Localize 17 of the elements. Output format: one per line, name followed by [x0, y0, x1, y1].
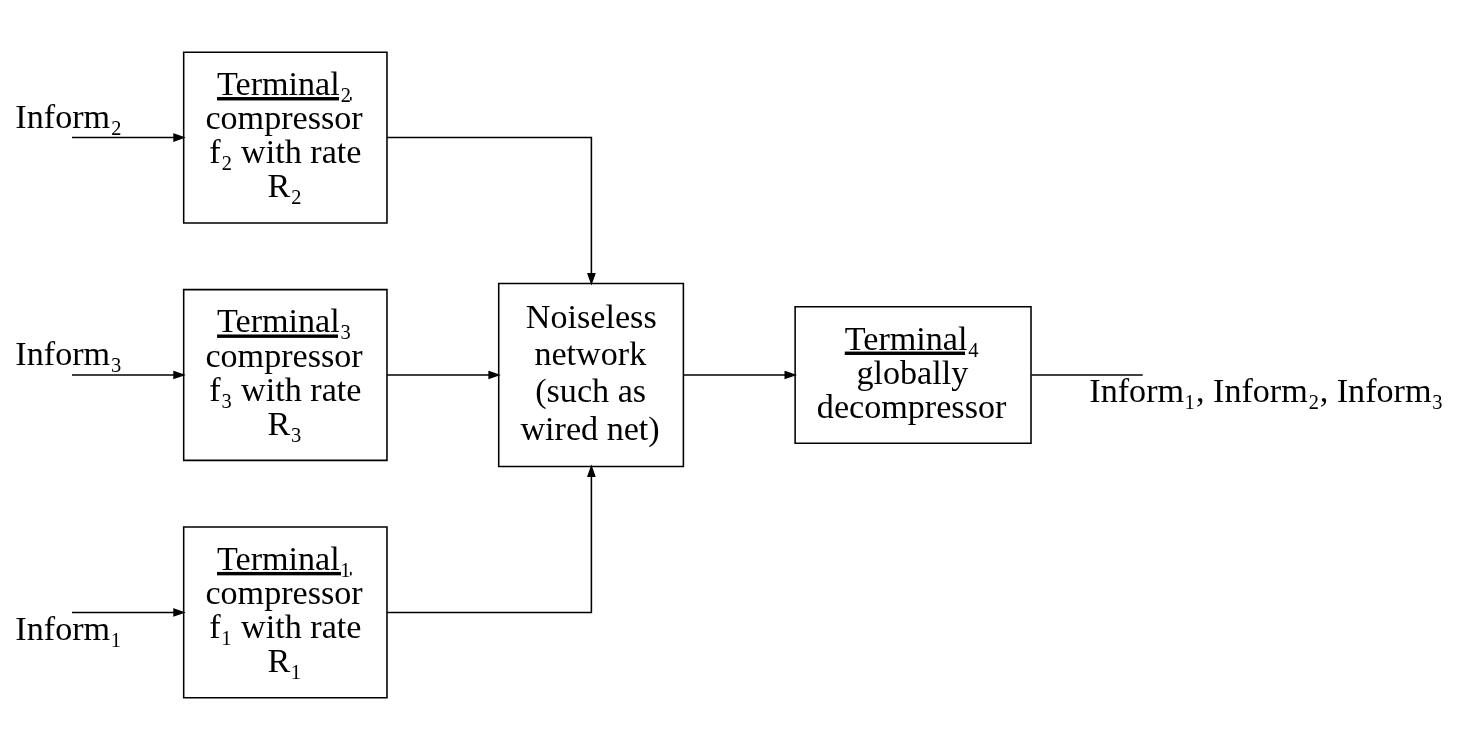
node-box: Terminal₃ compressor f₃ with rate R₃ — [182, 288, 388, 462]
edge-label: Inform₃ — [15, 335, 123, 373]
node-box: Terminal₁ compressor f₁ with rate R₁ — [182, 526, 388, 699]
connector — [1030, 374, 1144, 376]
arrow — [71, 608, 186, 617]
edge-label: Inform₁, Inform₂, Inform₃ — [1089, 372, 1444, 410]
edge-label: Inform₂ — [15, 97, 123, 135]
arrow — [683, 370, 797, 380]
arrow — [71, 370, 186, 380]
arrow — [386, 136, 596, 286]
arrow — [386, 464, 596, 614]
arrow — [71, 133, 186, 142]
edge-label: Inform₁ — [15, 609, 123, 647]
arrow — [386, 370, 501, 380]
node-box: Terminal₄ globally decompressor — [794, 305, 1032, 445]
node-box: Noiseless network (such as wired net) — [497, 282, 685, 468]
node-box: Terminal₂ compressor f₂ with rate R₂ — [182, 51, 388, 224]
